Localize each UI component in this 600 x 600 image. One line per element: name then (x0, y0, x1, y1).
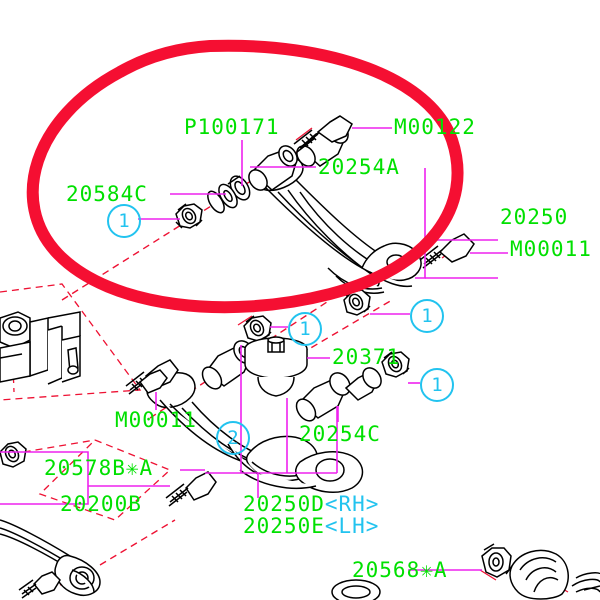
label-m00122: M00122 (394, 115, 476, 139)
nut-20568a (481, 543, 513, 578)
label-m00011-right: M00011 (510, 237, 592, 261)
bracket-20200b (0, 311, 81, 385)
callout-2-lower-arm: 2 (216, 421, 250, 455)
label-20584c: 20584C (66, 182, 148, 206)
bushing-bottom-centre (331, 579, 381, 600)
callout-1-upper-rear: 1 (410, 299, 444, 333)
bolt-lower-left (18, 571, 61, 599)
label-20200b: 20200B (60, 492, 142, 516)
bushing-bottom-right (509, 549, 600, 600)
nut-upper-arm-rear (343, 289, 371, 316)
label-rh-flag: <RH> (324, 492, 380, 516)
label-20250e: 20250E (243, 514, 325, 538)
bolt-m00011-right (419, 233, 475, 269)
bolt-20578b (165, 471, 217, 507)
label-p100171: P100171 (184, 115, 280, 139)
label-20568a: 20568✳A (352, 558, 448, 582)
label-lh-flag: <LH> (324, 514, 380, 538)
bushing-20254c (295, 367, 382, 422)
red-annotation-ellipse (26, 39, 464, 314)
nut-lower-right (381, 351, 410, 378)
label-20250d-rh: 20250D<RH> (243, 494, 379, 515)
bolt-m00011-midleft (138, 369, 168, 394)
label-20250d: 20250D (243, 492, 325, 516)
washer-p100171 (207, 175, 251, 214)
bushing-20254a (248, 145, 299, 191)
callout-1-upper-left: 1 (107, 204, 141, 238)
label-20371: 20371 (332, 345, 401, 369)
label-20254c: 20254C (299, 422, 381, 446)
callout-1-lower-front: 1 (288, 312, 322, 346)
nut-far-left (0, 441, 27, 468)
nut-20584c (175, 203, 203, 229)
bolt-m00122 (293, 115, 353, 153)
label-20250e-lh: 20250E<LH> (243, 516, 379, 537)
label-20578b: 20578B✳A (44, 456, 154, 480)
callout-1-lower-right: 1 (420, 368, 454, 402)
label-20250: 20250 (500, 205, 569, 229)
label-m00011-left: M00011 (115, 408, 197, 432)
link-lower-left (0, 519, 101, 596)
label-20254a: 20254A (318, 155, 400, 179)
bump-stopper-20371 (244, 336, 308, 397)
nut-lower-front (243, 315, 272, 342)
